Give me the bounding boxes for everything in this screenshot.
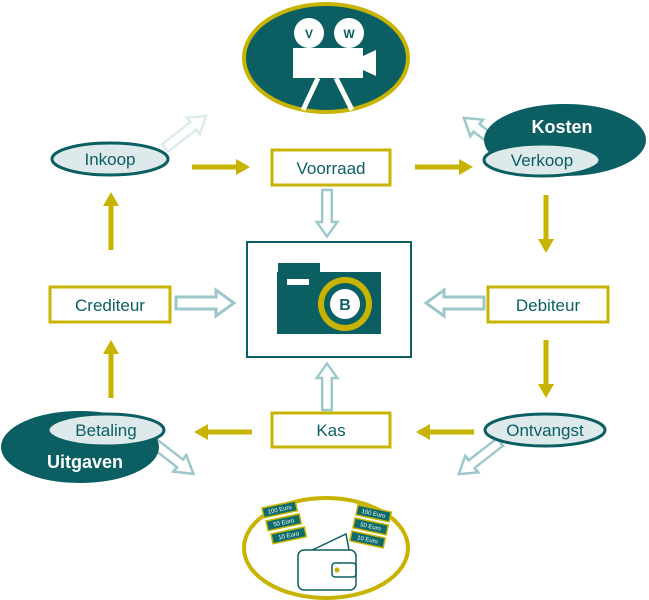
arrow-verkoop-debiteur bbox=[538, 195, 554, 253]
note-label: 10 Euro bbox=[356, 535, 378, 545]
note-label: 100 Euro bbox=[361, 509, 387, 520]
photo-camera-icon: B bbox=[277, 263, 381, 334]
arrow-voorraad-verkoop bbox=[415, 159, 473, 175]
video-camera-badge: V W bbox=[242, 2, 410, 114]
arrow-kas-to-center bbox=[315, 362, 339, 412]
node-crediteur: Crediteur bbox=[48, 285, 172, 324]
inkoop-label: Inkoop bbox=[84, 150, 135, 169]
note-label: 50 Euro bbox=[273, 518, 295, 528]
kas-label: Kas bbox=[316, 421, 345, 440]
arrow-crediteur-to-center bbox=[174, 288, 236, 318]
arrow-betaling-crediteur bbox=[103, 340, 119, 398]
arrow-kas-betaling bbox=[194, 424, 252, 440]
node-ontvangst: Ontvangst bbox=[483, 412, 607, 448]
note-label: 10 Euro bbox=[278, 531, 300, 541]
node-verkoop: Verkoop bbox=[482, 142, 602, 178]
arrow-voorraad-to-center bbox=[315, 188, 339, 238]
arrow-debiteur-to-center bbox=[424, 288, 486, 318]
arrow-crediteur-inkoop bbox=[103, 192, 119, 250]
node-betaling: Betaling bbox=[46, 412, 166, 448]
arrow-inkoop-to-camera bbox=[157, 106, 214, 158]
voorraad-label: Voorraad bbox=[297, 159, 366, 178]
note-label: 100 Euro bbox=[267, 505, 293, 516]
video-camera-icon bbox=[293, 18, 376, 112]
node-debiteur: Debiteur bbox=[486, 285, 610, 324]
reel-label-v: V bbox=[305, 27, 313, 41]
banknotes-right: 100 Euro 50 Euro 10 Euro bbox=[349, 504, 393, 549]
balance-badge-label: B bbox=[339, 297, 351, 314]
arrow-debiteur-ontvangst bbox=[538, 340, 554, 398]
arrow-ontvangst-kas bbox=[416, 424, 474, 440]
center-balance-box: B bbox=[246, 241, 412, 358]
verkoop-label: Verkoop bbox=[511, 151, 573, 170]
debiteur-label: Debiteur bbox=[516, 296, 581, 315]
uitgaven-label: Uitgaven bbox=[47, 452, 123, 472]
node-voorraad: Voorraad bbox=[270, 148, 392, 187]
reel-label-w: W bbox=[343, 27, 355, 41]
kosten-label: Kosten bbox=[531, 117, 592, 137]
node-inkoop: Inkoop bbox=[50, 141, 170, 177]
note-label: 50 Euro bbox=[359, 522, 381, 532]
wallet-icon bbox=[297, 532, 357, 591]
arrow-inkoop-voorraad bbox=[192, 159, 250, 175]
banknotes-left: 100 Euro 50 Euro 10 Euro bbox=[261, 500, 308, 545]
wallet-badge: 100 Euro 50 Euro 10 Euro 100 Euro 50 Eur… bbox=[242, 496, 410, 600]
crediteur-label: Crediteur bbox=[75, 296, 145, 315]
ontvangst-label: Ontvangst bbox=[506, 421, 584, 440]
node-kas: Kas bbox=[270, 411, 392, 449]
betaling-label: Betaling bbox=[75, 421, 136, 440]
